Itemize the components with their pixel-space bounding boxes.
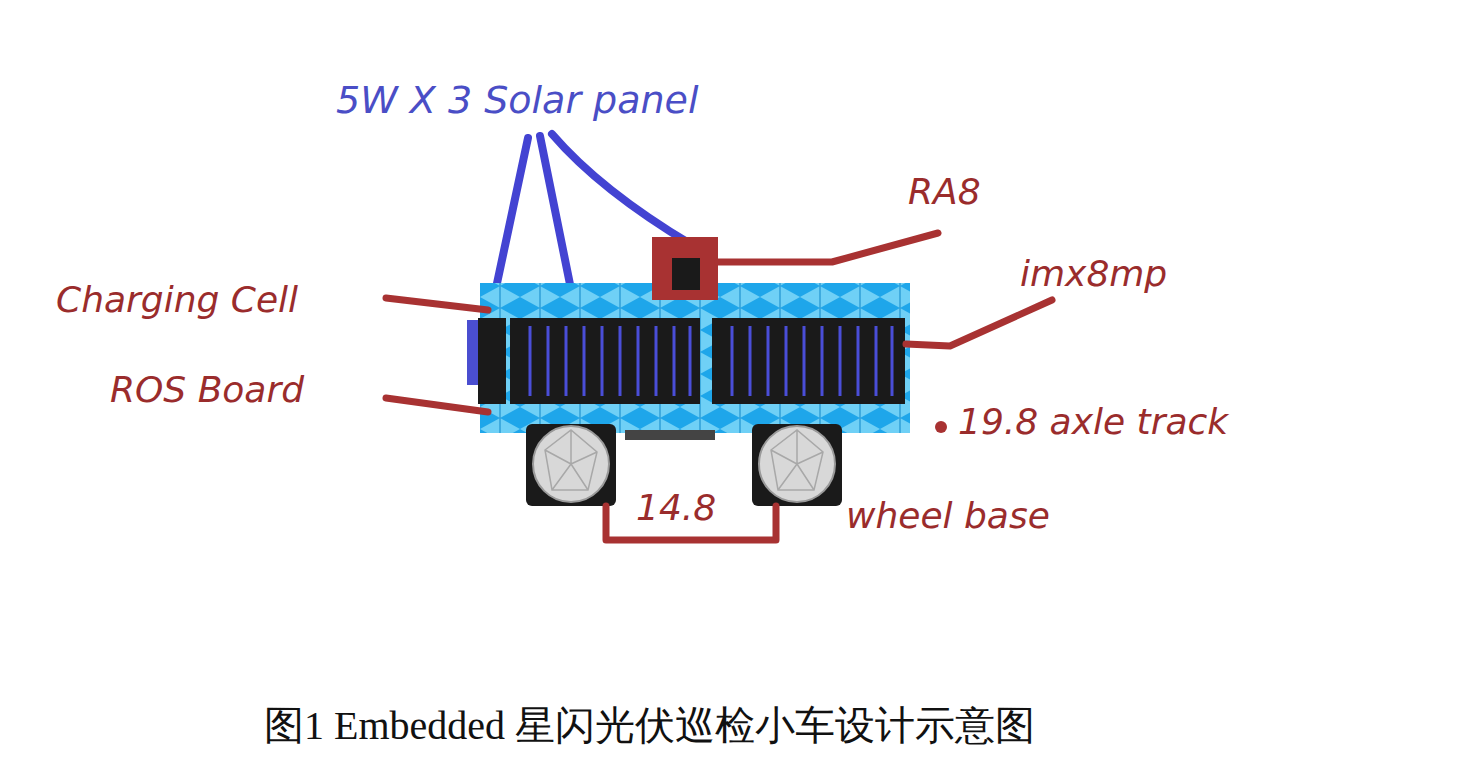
ra8-chip <box>672 258 700 290</box>
wheel <box>759 426 835 502</box>
part-label: Charging Cell <box>56 278 298 321</box>
dimension-number: 14.8 <box>636 486 716 529</box>
part-label: ROS Board <box>110 368 304 411</box>
solar-panel <box>712 318 905 404</box>
wheel-mount <box>526 424 616 506</box>
part-label: imx8mp <box>1020 252 1167 295</box>
solar-panel <box>510 318 700 404</box>
wheel <box>533 426 609 502</box>
part-label: 5W X 3 Solar panel <box>336 78 699 124</box>
part-label: RA8 <box>908 170 981 213</box>
leader-lines <box>386 233 1052 540</box>
dimension-label: wheel base <box>846 494 1050 537</box>
charging-cell <box>478 318 506 404</box>
panel-cells <box>530 326 892 396</box>
figure-caption: 图1 Embedded 星闪光伏巡检小车设计示意图 <box>264 702 1035 750</box>
dimension-label: 19.8 axle track <box>958 400 1228 443</box>
ros-board <box>625 430 715 440</box>
ra8-module <box>652 237 718 300</box>
dimension-dot <box>935 421 947 433</box>
wheel-mount <box>752 424 842 506</box>
side-block <box>467 320 479 385</box>
chassis <box>480 283 910 433</box>
